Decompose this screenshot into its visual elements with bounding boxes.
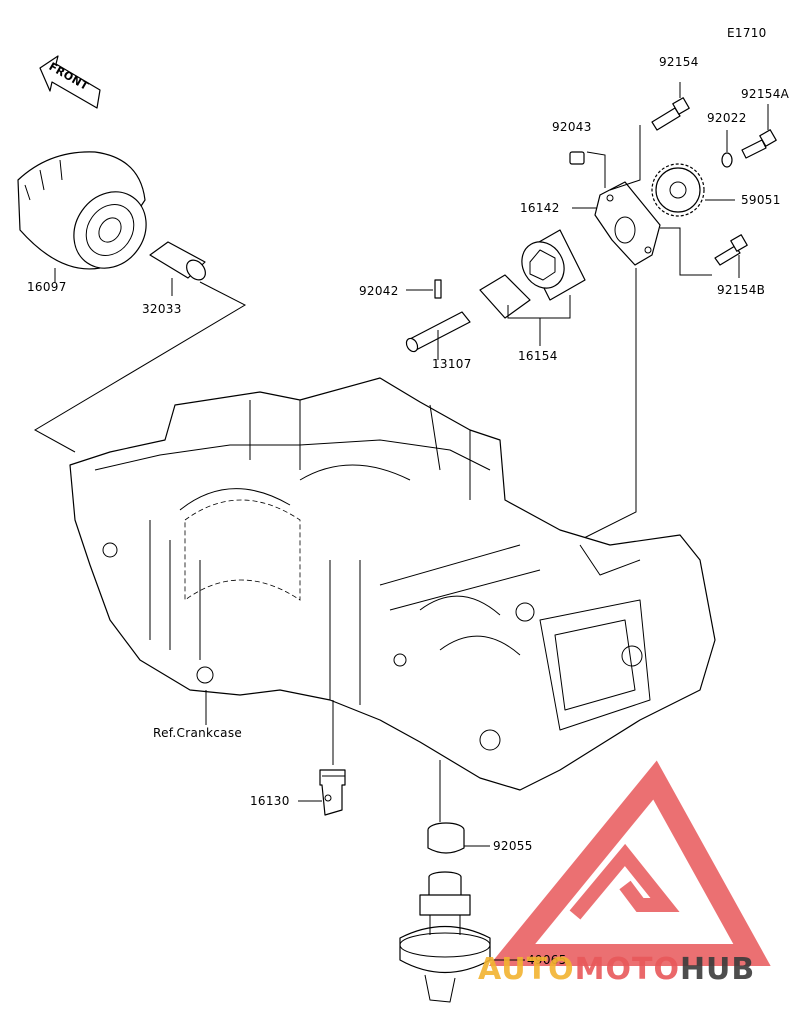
- part-label-92042: 92042: [359, 284, 399, 298]
- crankcase-part: [69, 377, 716, 791]
- leader-line-filter: [33, 281, 247, 453]
- front-arrow-icon: [39, 55, 101, 109]
- watermark-text-auto: AUTO: [478, 952, 575, 987]
- part-label-92022: 92022: [707, 111, 747, 125]
- part-label-92154A: 92154A: [741, 87, 790, 101]
- oring-92055-part: [427, 822, 490, 854]
- part-label-32033: 32033: [142, 302, 182, 316]
- watermark-text-moto: MOTO: [574, 952, 680, 987]
- part-label-49065: 49065: [527, 953, 567, 967]
- bolt-92154-part: [609, 82, 690, 191]
- part-label-92043: 92043: [552, 120, 592, 134]
- part-label-16097: 16097: [27, 280, 67, 294]
- shaft-13107-part: [405, 311, 471, 360]
- pipe-32033-part: [149, 241, 206, 296]
- part-label-16154: 16154: [518, 349, 558, 363]
- part-label-92154B: 92154B: [717, 283, 766, 297]
- strainer-49065-part: [399, 871, 525, 1003]
- watermark-text: AUTOMOTOHUB: [478, 952, 755, 987]
- oil-filter-part: [17, 151, 147, 282]
- part-label-16130: 16130: [250, 794, 290, 808]
- diagram-code-label: E1710: [727, 26, 767, 40]
- leader-line-16154: [507, 295, 571, 319]
- pump-cover-16142-part: [572, 181, 661, 266]
- ref-crankcase-label: Ref.Crankcase: [153, 726, 243, 740]
- dowel-92043-part: [569, 151, 606, 188]
- bolt-92154A-part: [741, 104, 777, 159]
- gear-59051-part: [651, 163, 735, 217]
- pin-92042-part: [406, 279, 442, 299]
- watermark-logo-icon: [488, 760, 771, 966]
- part-label-92055: 92055: [493, 839, 533, 853]
- inner-rotor-16154-part: [479, 274, 531, 319]
- outer-rotor-16154-part: [521, 229, 586, 301]
- leader-line-pump: [569, 268, 637, 546]
- plug-16130-part: [298, 769, 346, 816]
- washer-92022-part: [721, 130, 733, 168]
- bolt-92154B-part: [660, 227, 748, 278]
- part-label-16142: 16142: [520, 201, 560, 215]
- part-label-13107: 13107: [432, 357, 472, 371]
- watermark-text-hub: HUB: [679, 952, 756, 987]
- part-label-92154: 92154: [659, 55, 699, 69]
- part-label-59051: 59051: [741, 193, 781, 207]
